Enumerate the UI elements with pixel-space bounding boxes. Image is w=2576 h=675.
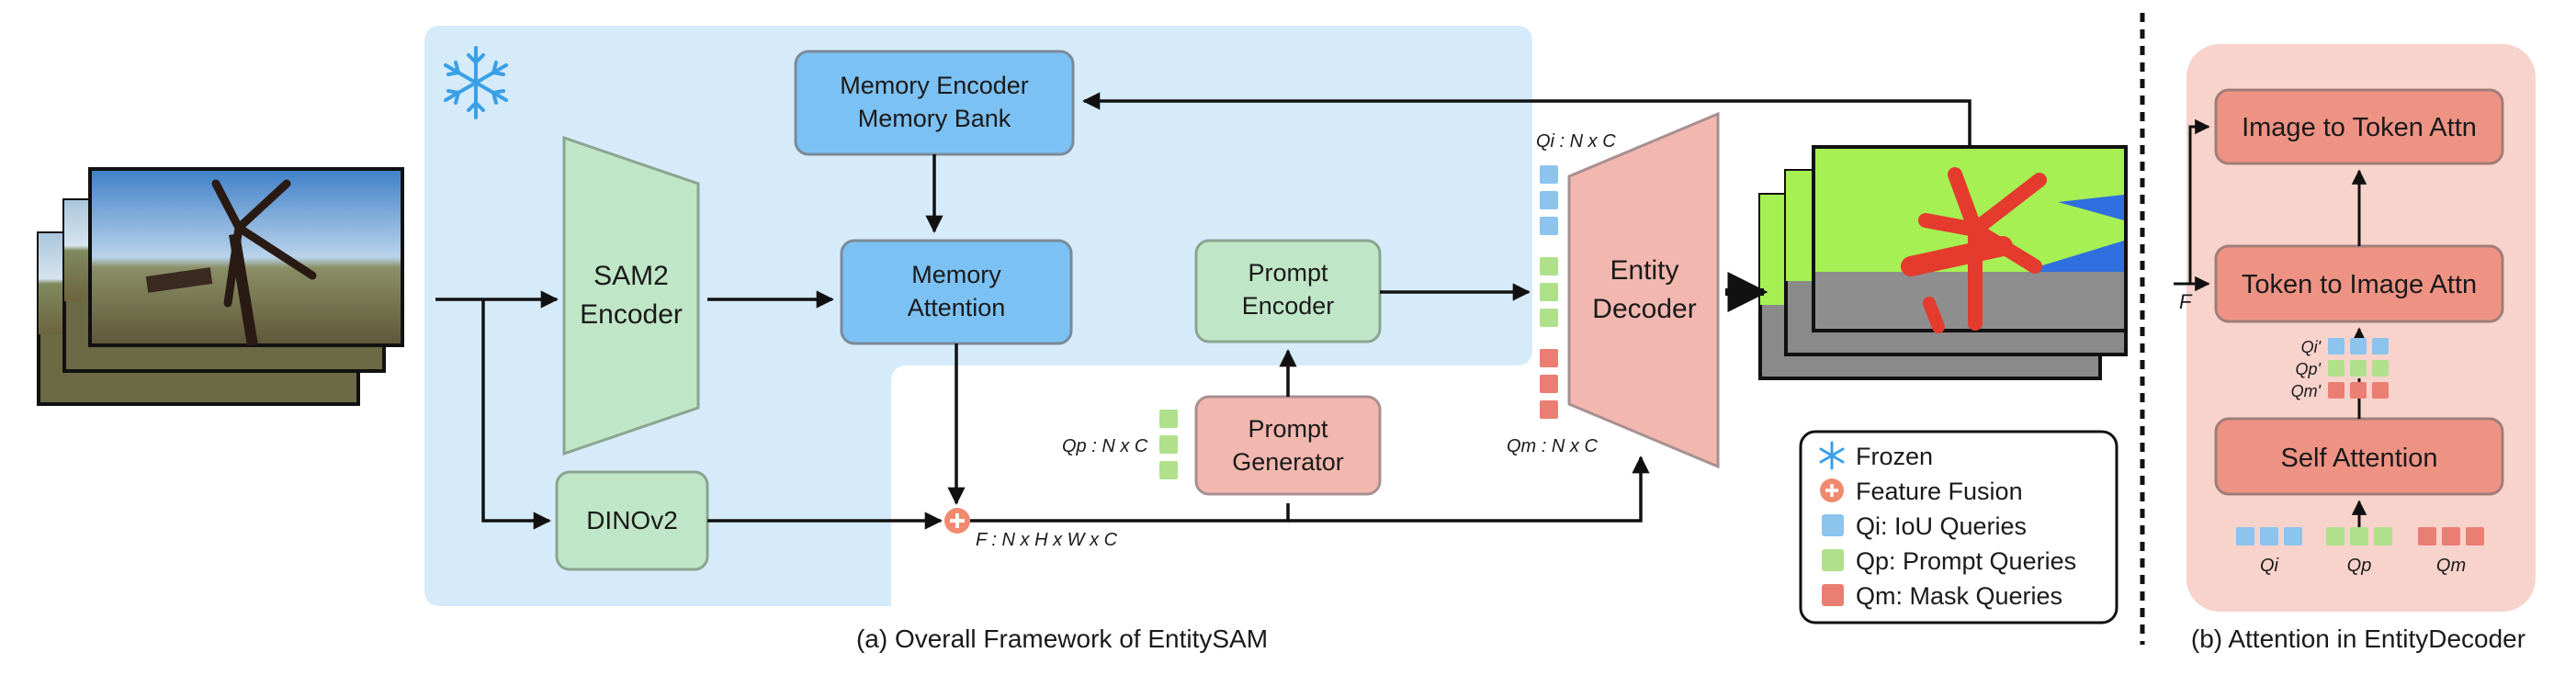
legend-label-frozen: Frozen [1856,443,1933,470]
right-qi-prime-label: Qi' [2301,338,2322,356]
prompt-encoder-box [1194,239,1382,343]
right-qm-prime-squares [2328,382,2389,399]
sam2-encoder-trapezoid [562,135,700,456]
legend-label-qi: Qi: IoU Queries [1856,512,2027,540]
right-bottom-qm-squares [2418,527,2484,546]
caption-left: (a) Overall Framework of EntitySAM [856,624,1268,653]
right-qm-prime-label: Qm' [2291,382,2322,400]
qp-decoder-squares [1540,257,1558,327]
right-bottom-qi-squares [2236,527,2302,546]
feature-fusion-node [944,508,970,534]
memory-encoder-line1: Memory Encoder [840,72,1029,99]
sam2-encoder-line2: Encoder [580,299,683,330]
memory-encoder-line2: Memory Bank [858,105,1011,132]
output-frames [1758,145,2128,380]
right-qi-prime-squares [2328,338,2389,354]
qm-annotation: Qm : N x C [1507,436,1598,456]
prompt-generator-box [1194,395,1382,496]
snowflake-icon [444,46,508,119]
qi-query-squares [1540,165,1558,235]
dinov2-label: DINOv2 [586,506,678,534]
sam2-encoder-line1: SAM2 [593,261,669,291]
self-attention-label: Self Attention [2281,444,2438,473]
right-bottom-qi-label: Qi [2260,556,2279,576]
legend-swatch-qm [1822,584,1844,606]
legend-plus-circle-icon [1820,478,1844,502]
entity-decoder-trapezoid [1567,111,1720,469]
image-to-token-block [2214,88,2504,165]
right-qp-prime-squares [2328,360,2389,377]
qp-annotation: Qp : N x C [1062,436,1148,456]
input-frames [37,167,404,406]
connectors [435,92,1972,530]
right-f-label: F [2179,290,2193,313]
legend-label-feature-fusion: Feature Fusion [1856,478,2023,505]
prompt-encoder-line1: Prompt [1248,259,1328,287]
prompt-generator-line1: Prompt [1248,415,1328,443]
memory-encoder-box [794,50,1075,156]
memory-attention-line2: Attention [908,294,1006,321]
qm-query-squares [1540,349,1558,419]
legend-swatch-qi [1822,514,1844,536]
qi-annotation: Qi : N x C [1536,131,1616,152]
token-to-image-label: Token to Image Attn [2242,270,2477,299]
f-annotation: F : N x H x W x C [976,530,1118,550]
legend-label-qm: Qm: Mask Queries [1856,582,2062,610]
entity-decoder-line1: Entity [1610,255,1678,286]
right-bottom-qp-squares [2326,527,2392,546]
entity-decoder-line2: Decoder [1592,294,1696,324]
legend-box [1799,430,2118,624]
right-bottom-qm-label: Qm [2436,556,2466,576]
prompt-encoder-line2: Encoder [1242,292,1335,320]
caption-right: (b) Attention in EntityDecoder [2191,624,2525,653]
image-to-token-label: Image to Token Attn [2242,113,2477,142]
right-bottom-qp-label: Qp [2347,556,2372,576]
legend-snowflake-icon [1819,441,1845,470]
memory-attention-line1: Memory [911,261,1001,288]
legend-swatch-qp [1822,549,1844,571]
memory-attention-box [840,239,1073,345]
legend-label-qp: Qp: Prompt Queries [1856,547,2076,575]
right-qp-prime-label: Qp' [2296,360,2322,378]
qp-generator-squares [1159,410,1178,479]
prompt-generator-line2: Generator [1232,448,1344,476]
